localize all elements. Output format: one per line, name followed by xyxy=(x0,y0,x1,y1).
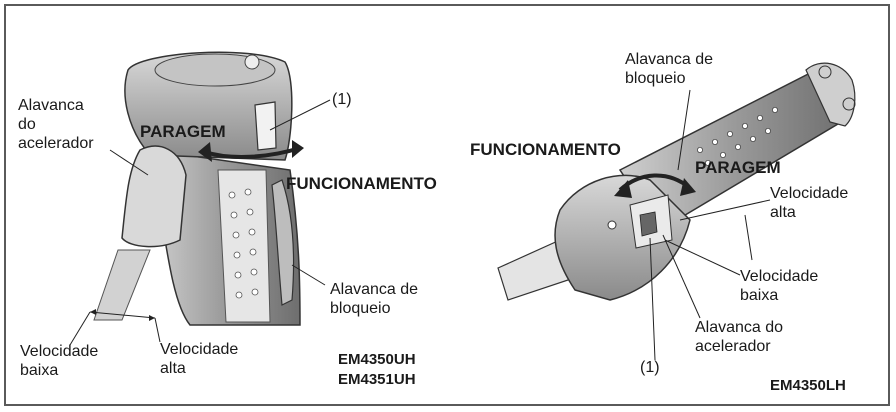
right-throttle-lever-label: Alavanca do acelerador xyxy=(695,319,784,355)
left-high-speed-label: Velocidade alta xyxy=(160,341,239,377)
left-run-label: FUNCIONAMENTO xyxy=(286,174,437,193)
left-low-speed-label: Velocidade baixa xyxy=(20,343,99,379)
right-stop-label: PARAGEM xyxy=(695,158,781,177)
left-callout-1: (1) xyxy=(332,91,352,108)
right-low-speed-label: Velocidade baixa xyxy=(740,268,819,304)
left-lock-lever-label: Alavanca de bloqueio xyxy=(330,281,419,317)
right-lock-lever-label: Alavanca de bloqueio xyxy=(625,51,714,87)
left-handle-drawing xyxy=(69,51,331,346)
right-handle-drawing xyxy=(497,62,856,361)
left-throttle-lever-label: Alavanca do acelerador xyxy=(18,97,94,152)
right-model-number: EM4350LH xyxy=(770,377,846,394)
right-run-label: FUNCIONAMENTO xyxy=(470,140,621,159)
left-stop-label: PARAGEM xyxy=(140,122,226,141)
right-callout-1: (1) xyxy=(640,359,660,376)
right-high-speed-label: Velocidade alta xyxy=(770,185,849,221)
left-model-numbers: EM4350UH EM4351UH xyxy=(338,351,416,388)
